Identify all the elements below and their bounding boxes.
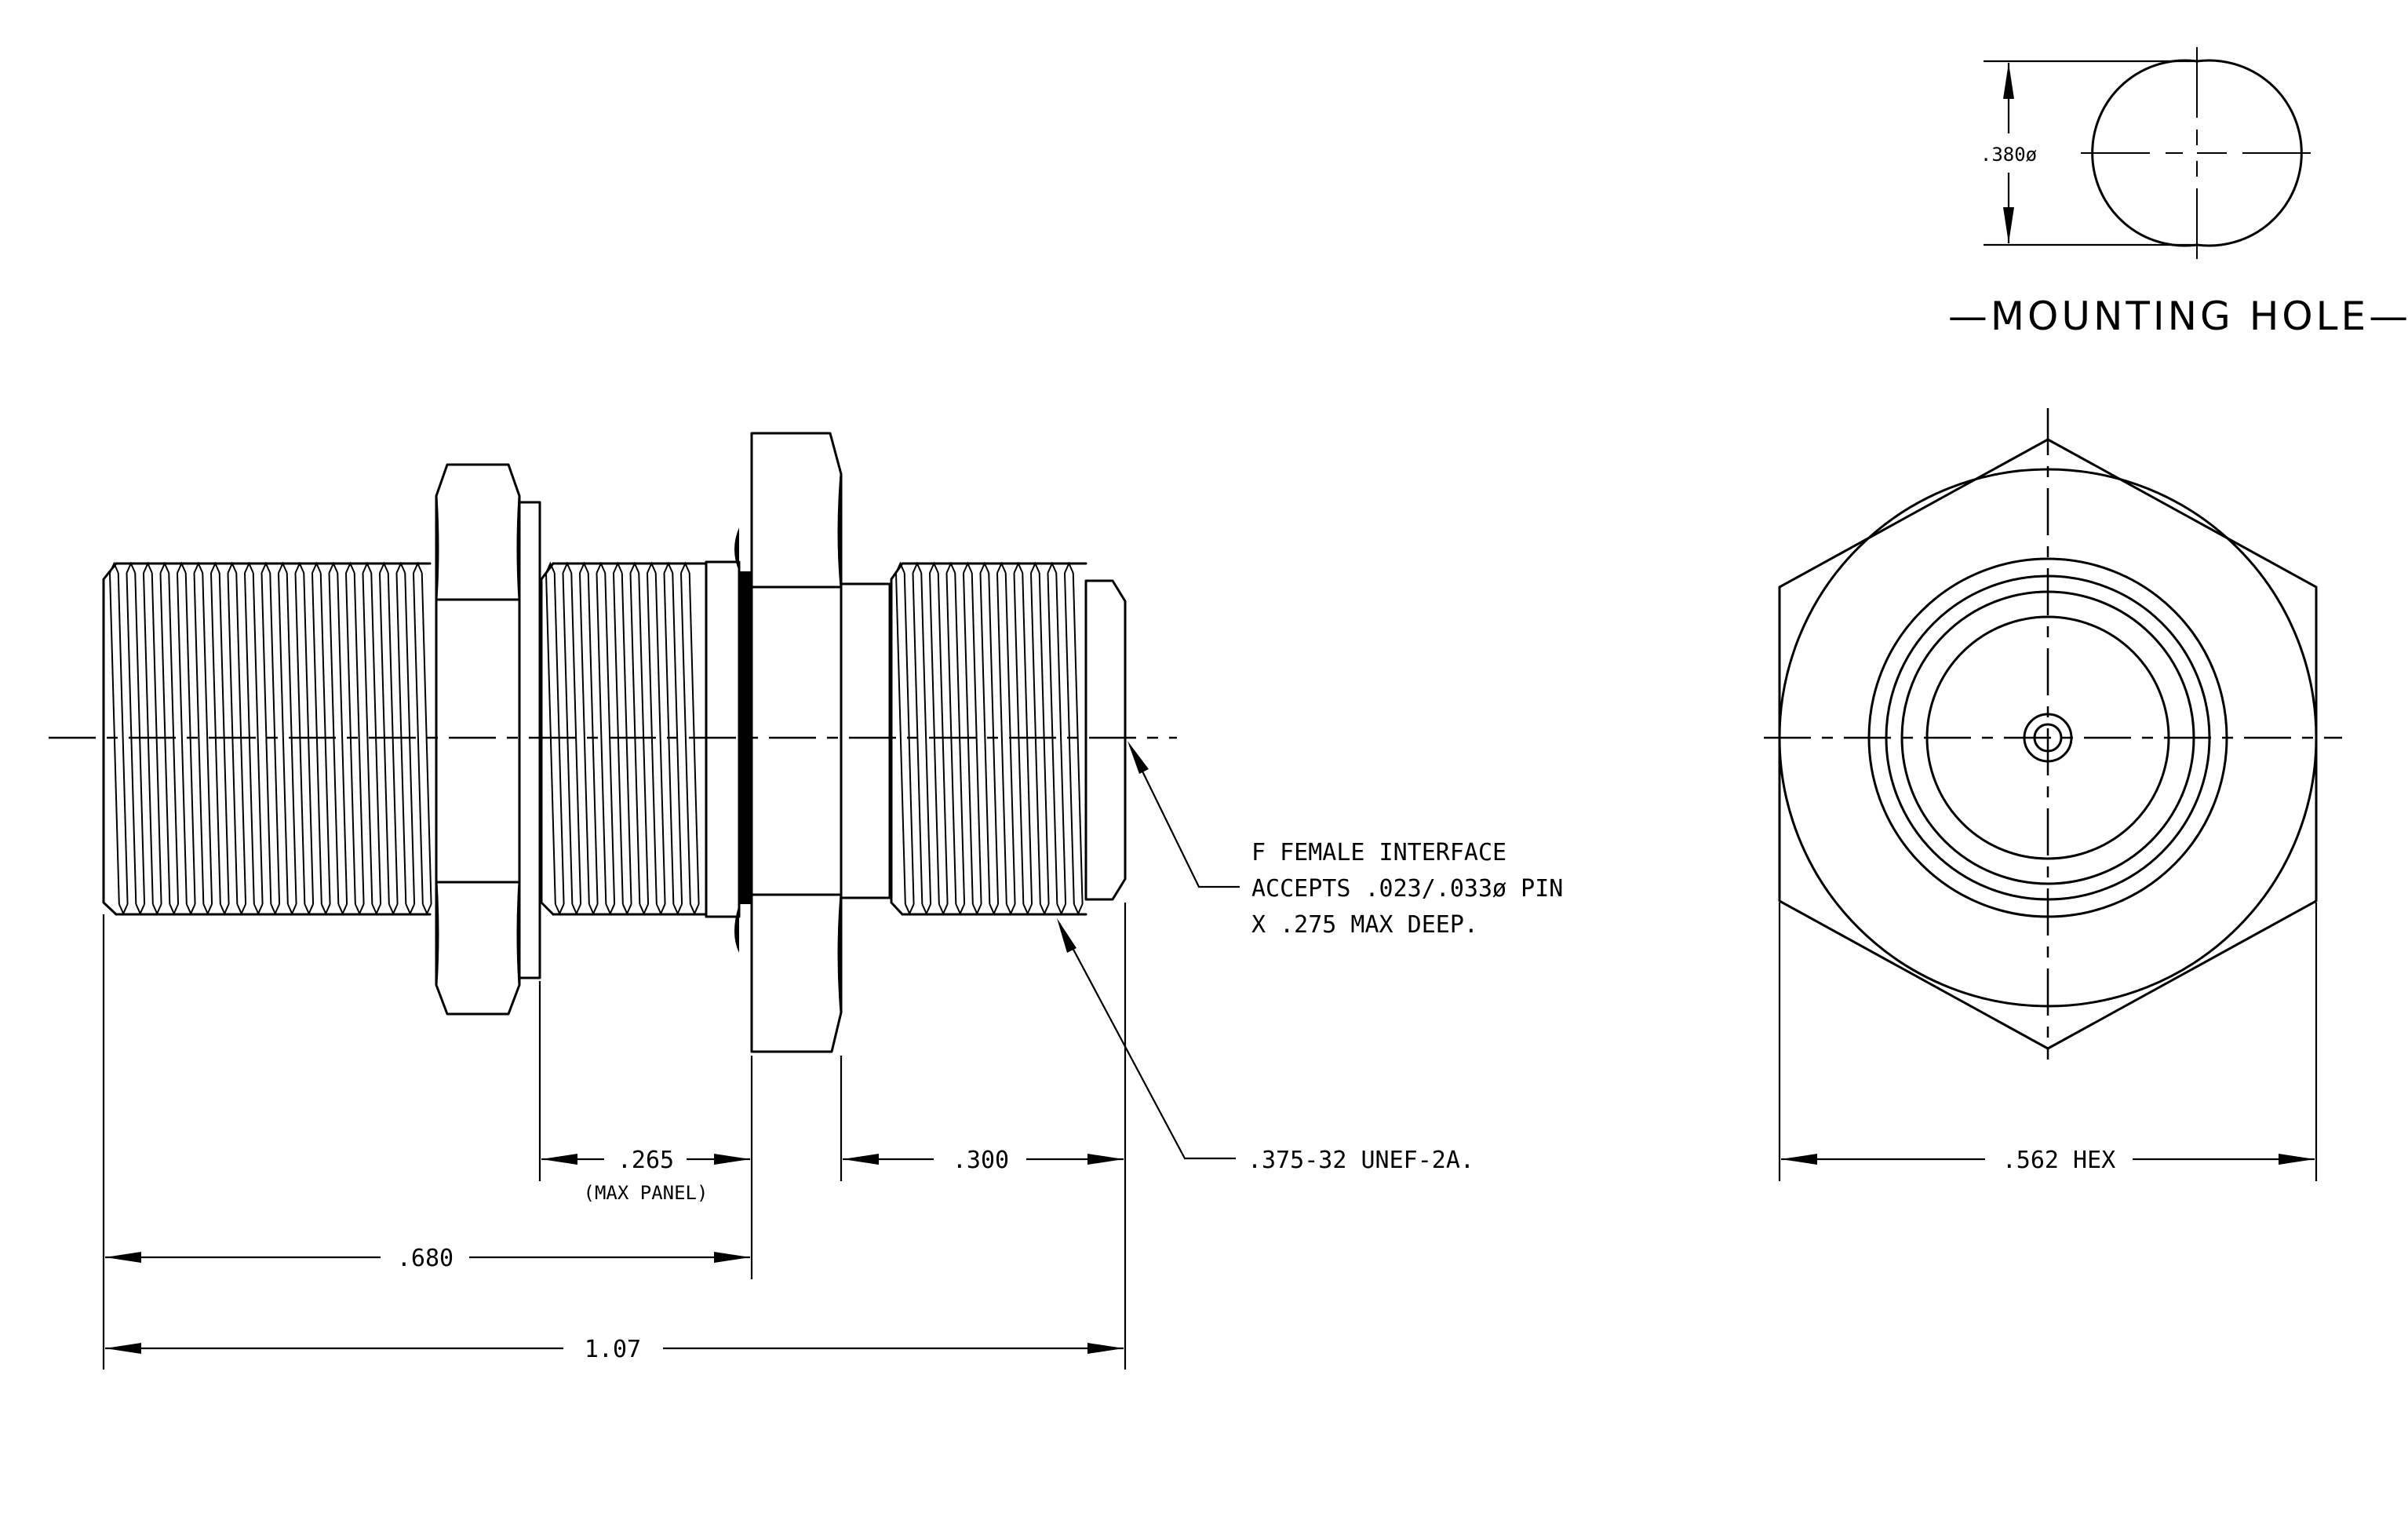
hex-dimension-text: .562 HEX <box>2002 1147 2116 1174</box>
rear-thread-section <box>102 561 432 916</box>
lock-washer <box>518 501 541 979</box>
callouts: F FEMALE INTERFACE ACCEPTS .023/.033ø PI… <box>1057 741 1563 1174</box>
shoulder <box>705 560 741 918</box>
front-thread-section <box>890 561 1087 916</box>
rear-hex-nut <box>435 463 521 1016</box>
front-shoulder <box>840 582 891 899</box>
dim-overall-text: 1.07 <box>585 1336 641 1363</box>
dim-panel-text: .265 <box>617 1147 674 1174</box>
callout-interface-line1: F FEMALE INTERFACE <box>1251 839 1506 866</box>
dim-nut-to-flange-text: .680 <box>397 1245 454 1272</box>
front-tip <box>1084 579 1127 901</box>
flange-hex <box>750 432 843 1053</box>
dim-front-thread-text: .300 <box>953 1147 1009 1174</box>
end-view: .562 HEX <box>1764 408 2342 1181</box>
callout-thread-spec: .375-32 UNEF-2A. <box>1248 1147 1474 1174</box>
panel-thread-section <box>540 561 708 916</box>
mounting-hole-diameter: .380ø <box>1980 144 2037 166</box>
side-dimensions: .265 (MAX PANEL) .300 .680 1.07 <box>102 903 1127 1370</box>
mounting-hole-title: —MOUNTING HOLE— <box>1948 294 2408 339</box>
mounting-hole-view: .380ø —MOUNTING HOLE— <box>1948 47 2408 339</box>
dim-panel-note: (MAX PANEL) <box>584 1182 709 1204</box>
callout-interface-line3: X .275 MAX DEEP. <box>1251 911 1478 939</box>
side-view <box>49 432 1177 1053</box>
callout-interface-line2: ACCEPTS .023/.033ø PIN <box>1251 875 1563 903</box>
o-ring-gasket <box>734 527 752 953</box>
